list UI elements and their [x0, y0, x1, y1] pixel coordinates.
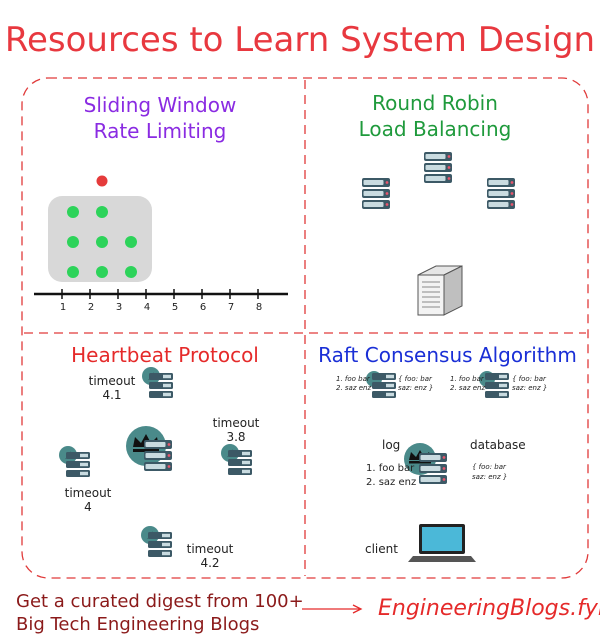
footer-arrow — [302, 604, 363, 614]
follower-node-bottom: ⚡ — [141, 526, 172, 557]
follower-right-log-2: 2. saz enz — [450, 384, 486, 392]
outer-border — [21, 77, 589, 579]
timeout-right-label: timeout — [212, 416, 260, 430]
follower-right-log-1: 1. foo bar — [450, 375, 484, 383]
tick-label-7: 7 — [227, 302, 235, 313]
tick-label-1: 1 — [59, 302, 67, 313]
request-dots — [67, 206, 137, 278]
page-title: Resources to Learn System Design — [4, 20, 596, 60]
leader-node-heartbeat — [126, 426, 172, 471]
server-right — [487, 178, 515, 209]
leader-db-entry-1: { foo: bar — [472, 463, 506, 471]
tick-label-5: 5 — [171, 302, 179, 313]
raft-leader-node — [404, 443, 447, 484]
tick-label-8: 8 — [255, 302, 263, 313]
follower-left-log-1: 1. foo bar — [336, 375, 370, 383]
raft-follower-right — [479, 371, 509, 398]
tick-label-3: 3 — [115, 302, 123, 313]
timeline-ticks — [61, 289, 259, 299]
log-label: log — [382, 438, 401, 452]
round-robin-title-line1: Round Robin — [372, 91, 498, 115]
load-balancer-tower — [417, 265, 463, 316]
footer-line1: Get a curated digest from 100+ — [16, 591, 304, 612]
leader-db-entry-2: saz: enz } — [472, 473, 508, 481]
timeout-bottom-label: timeout — [186, 542, 234, 556]
round-robin-title-line2: Load Balancing — [358, 117, 512, 141]
follower-left-db-1: { foo: bar — [398, 375, 432, 383]
follower-node-top: ⚡ — [142, 367, 173, 398]
raft-follower-left — [366, 371, 396, 398]
tick-label-4: 4 — [143, 302, 151, 313]
leader-log-entry-2: 2. saz enz — [366, 477, 417, 488]
follower-node-right: ⚡ — [221, 444, 252, 475]
timeout-top-label: timeout — [88, 374, 136, 388]
sliding-window-title-line2: Rate Limiting — [93, 119, 227, 143]
follower-left-log-2: 2. saz enz — [336, 384, 372, 392]
engineering-blogs-link[interactable]: EngineeringBlogs.fyi — [378, 596, 600, 621]
timeout-top-value: 4.1 — [102, 388, 122, 402]
client-label: client — [365, 542, 398, 556]
server-middle — [424, 152, 452, 183]
follower-right-db-2: saz: enz } — [512, 384, 548, 392]
timeout-right-value: 3.8 — [226, 430, 246, 444]
heartbeat-title: Heartbeat Protocol — [71, 343, 259, 367]
server-left — [362, 178, 390, 209]
follower-node-left: ⚡ — [59, 446, 90, 477]
leader-log-entry-1: 1. foo bar — [366, 463, 415, 474]
timeout-left-label: timeout — [64, 486, 112, 500]
timeout-left-value: 4 — [84, 500, 92, 514]
follower-left-db-2: saz: enz } — [398, 384, 434, 392]
tick-label-6: 6 — [199, 302, 207, 313]
timeout-bottom-value: 4.2 — [200, 556, 220, 570]
incoming-request-dot — [96, 175, 108, 187]
laptop-icon — [408, 524, 476, 562]
database-label: database — [470, 438, 526, 452]
footer-line2: Big Tech Engineering Blogs — [16, 614, 260, 635]
raft-title: Raft Consensus Algorithm — [318, 343, 577, 367]
sliding-window-title-line1: Sliding Window — [83, 93, 237, 117]
tick-label-2: 2 — [87, 302, 95, 313]
follower-right-db-1: { foo: bar — [512, 375, 546, 383]
